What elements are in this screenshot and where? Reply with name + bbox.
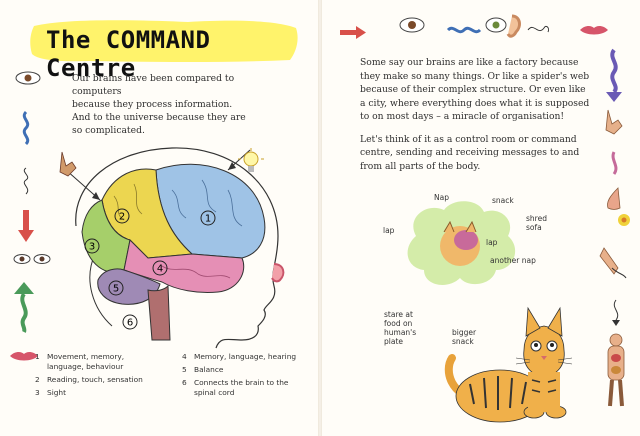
eye-icon-top-2	[485, 17, 507, 33]
legend-text: Sight	[47, 388, 67, 397]
svg-text:2: 2	[119, 212, 125, 223]
thought-snack: snack	[492, 196, 514, 205]
svg-text:1: 1	[205, 214, 211, 225]
spiral-arrow-icon	[527, 25, 549, 33]
label-5: 5	[108, 280, 124, 296]
nose-icon	[607, 187, 621, 210]
paragraph-control-room: Let's think of it as a control room or c…	[360, 133, 580, 172]
legend-item: 6 Connects the brain to the spinal cord	[182, 378, 302, 398]
right-body-text: Some say our brains are like a factory b…	[360, 56, 592, 182]
body-organs-icon	[607, 333, 625, 407]
legend-num: 4	[182, 352, 187, 361]
ear-icon	[506, 14, 521, 38]
lightbulb-icon	[238, 148, 264, 172]
title-banner: The COMMAND Centre	[28, 16, 300, 82]
spiral-icon	[23, 167, 29, 195]
legend-item: 2 Reading, touch, sensation	[35, 375, 155, 385]
thought-stare: stare at food on human's plate	[384, 310, 417, 346]
legend-num: 6	[182, 378, 187, 387]
page-gutter	[318, 0, 322, 436]
legend-item: 3 Sight	[35, 388, 155, 398]
up-arrow-icon	[14, 282, 34, 333]
legend-num: 3	[35, 388, 40, 397]
intro-line-3: And to the universe because they are	[72, 112, 246, 123]
cat-thought-cloud	[407, 201, 516, 285]
svg-text:5: 5	[113, 284, 119, 295]
intro-line-4: so complicated.	[72, 125, 145, 136]
thought-nap: Nap	[434, 193, 449, 202]
brainstem	[147, 284, 171, 341]
eye-icon-top	[399, 17, 425, 33]
legend-item: 4 Memory, language, hearing	[182, 352, 302, 362]
ear-icon-brain	[271, 263, 285, 283]
flower-icon	[618, 214, 630, 226]
label-3: 3	[84, 238, 100, 254]
right-arrow-icon	[340, 26, 366, 39]
svg-text:3: 3	[89, 242, 95, 253]
legend-item: 5 Balance	[182, 365, 302, 375]
paragraph-factory: Some say our brains are like a factory b…	[360, 57, 590, 122]
hand-icon	[605, 109, 623, 135]
lips-icon	[10, 352, 38, 361]
tiger-cat-illustration	[444, 306, 573, 423]
title-highlight	[30, 20, 298, 63]
lips-icon-top	[580, 26, 608, 35]
wavy-arrow-icon	[22, 110, 30, 146]
eyes-icon	[13, 254, 51, 264]
thought-lap: lap	[383, 226, 395, 235]
eye-icon	[15, 71, 41, 85]
thought-bigger-snack: bigger snack	[452, 328, 477, 346]
legend-num: 5	[182, 365, 187, 374]
legend-text: Connects the brain to the spinal cord	[194, 378, 289, 397]
thought-shred-sofa: shred sofa	[526, 214, 547, 232]
svg-text:6: 6	[127, 318, 133, 329]
down-arrow-icon	[18, 210, 34, 242]
intro-text: Our brains have been compared to compute…	[72, 72, 277, 137]
label-1: 1	[200, 210, 216, 226]
thought-lap-2: lap	[486, 238, 498, 247]
thought-another-nap: another nap	[490, 256, 536, 265]
legend-text: Memory, language, hearing	[194, 352, 297, 361]
wavy-down-arrow-icon	[606, 48, 622, 102]
legend-right: 4 Memory, language, hearing 5 Balance 6 …	[182, 352, 302, 401]
hand-icon-brain	[59, 151, 77, 177]
occipital-lobe	[81, 199, 131, 273]
wavy-arrow-icon-top	[446, 26, 482, 34]
page-title: The COMMAND Centre	[46, 26, 211, 82]
svg-text:4: 4	[157, 264, 163, 275]
label-4: 4	[152, 260, 168, 276]
brain-diagram: 1 2 3 4 5 6	[65, 147, 279, 349]
intro-line-1: Our brains have been compared to compute…	[72, 73, 235, 97]
pink-down-arrow-icon	[611, 151, 618, 175]
head-outline	[75, 147, 279, 349]
legend-left: 1 Movement, memory, language, behaviour …	[35, 352, 155, 401]
legend-num: 1	[35, 352, 40, 361]
leg-icon	[599, 247, 627, 279]
legend-num: 2	[35, 375, 40, 384]
wavy-down-icon-small	[612, 299, 620, 326]
legend-text: Balance	[194, 365, 224, 374]
cerebellum	[97, 268, 161, 305]
legend-text: Movement, memory, language, behaviour	[47, 352, 125, 371]
legend-item: 1 Movement, memory, language, behaviour	[35, 352, 155, 372]
legend-text: Reading, touch, sensation	[47, 375, 143, 384]
label-2: 2	[114, 208, 130, 224]
label-6: 6	[122, 314, 138, 330]
intro-line-2: because they process information.	[72, 99, 233, 110]
